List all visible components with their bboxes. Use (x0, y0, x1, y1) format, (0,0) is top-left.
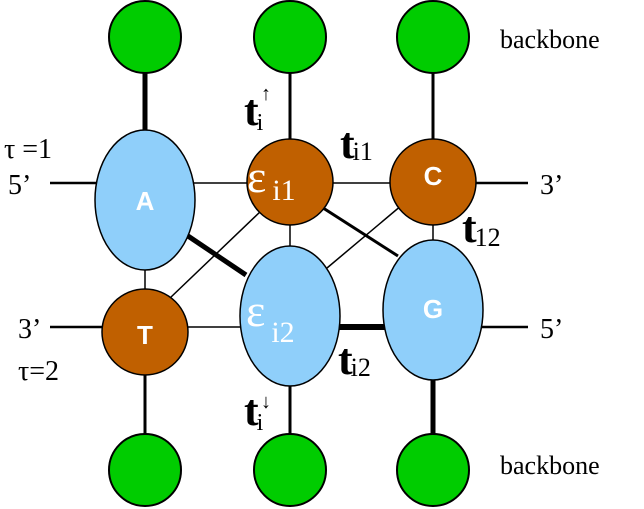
diag-A-eps2 (186, 233, 248, 278)
label-strand1-5prime: 5’ (8, 170, 31, 201)
eps-i1-sub: i1 (272, 174, 295, 207)
backbone-node-top-2 (253, 0, 327, 74)
label-strand2-5prime: 5’ (540, 314, 563, 345)
t-up-main: t (244, 86, 259, 135)
label-strand1-3prime: 3’ (540, 170, 563, 201)
label-t-down: ti (244, 386, 264, 436)
label-t-i1: ti1 (340, 119, 373, 168)
label-t-12: t12 (462, 203, 501, 252)
label-G: G (423, 294, 443, 324)
diag-eps1-G (319, 204, 399, 258)
t-down-sub: i (257, 410, 264, 436)
label-A: A (136, 186, 155, 216)
backbone-node-bottom-1 (108, 433, 182, 507)
eps-i1-symbol: ε (247, 151, 266, 202)
base-node-T (101, 288, 189, 376)
diag-T-eps1 (169, 209, 263, 299)
label-backbone-top: backbone (500, 25, 600, 54)
label-T: T (137, 320, 153, 350)
diag-eps2-C (326, 204, 403, 269)
label-t-i2: ti2 (338, 335, 371, 384)
t-i2-sub: i2 (351, 353, 371, 382)
base-node-C (389, 138, 477, 226)
label-strand2-3prime: 3’ (18, 314, 41, 345)
label-backbone-bottom: backbone (500, 451, 600, 480)
label-tau-1: τ =1 (4, 134, 52, 165)
backbone-node-bottom-2 (253, 433, 327, 507)
t-12-sub: 12 (475, 223, 501, 252)
base-node-eps-i2 (239, 245, 341, 387)
t-i2-main: t (338, 335, 353, 384)
label-tau-2: τ=2 (18, 356, 59, 387)
backbone-node-top-1 (108, 0, 182, 74)
label-C: C (424, 161, 443, 191)
base-node-A (94, 129, 196, 271)
t-up-arrow: ↑ (261, 83, 271, 105)
label-t-up: ti (244, 86, 264, 136)
t-down-main: t (244, 386, 259, 435)
t-down-arrow: ↓ (261, 391, 271, 413)
base-node-G (382, 239, 484, 381)
base-node-eps-i1 (246, 138, 334, 226)
t-i1-sub: i1 (353, 137, 373, 166)
eps-i2-symbol: ε (246, 285, 265, 336)
eps-i2-sub: i2 (271, 316, 294, 349)
t-i1-main: t (340, 119, 355, 168)
t-up-sub: i (257, 110, 264, 136)
backbone-node-bottom-3 (396, 433, 470, 507)
backbone-node-top-3 (396, 0, 470, 74)
t-12-main: t (462, 203, 477, 252)
